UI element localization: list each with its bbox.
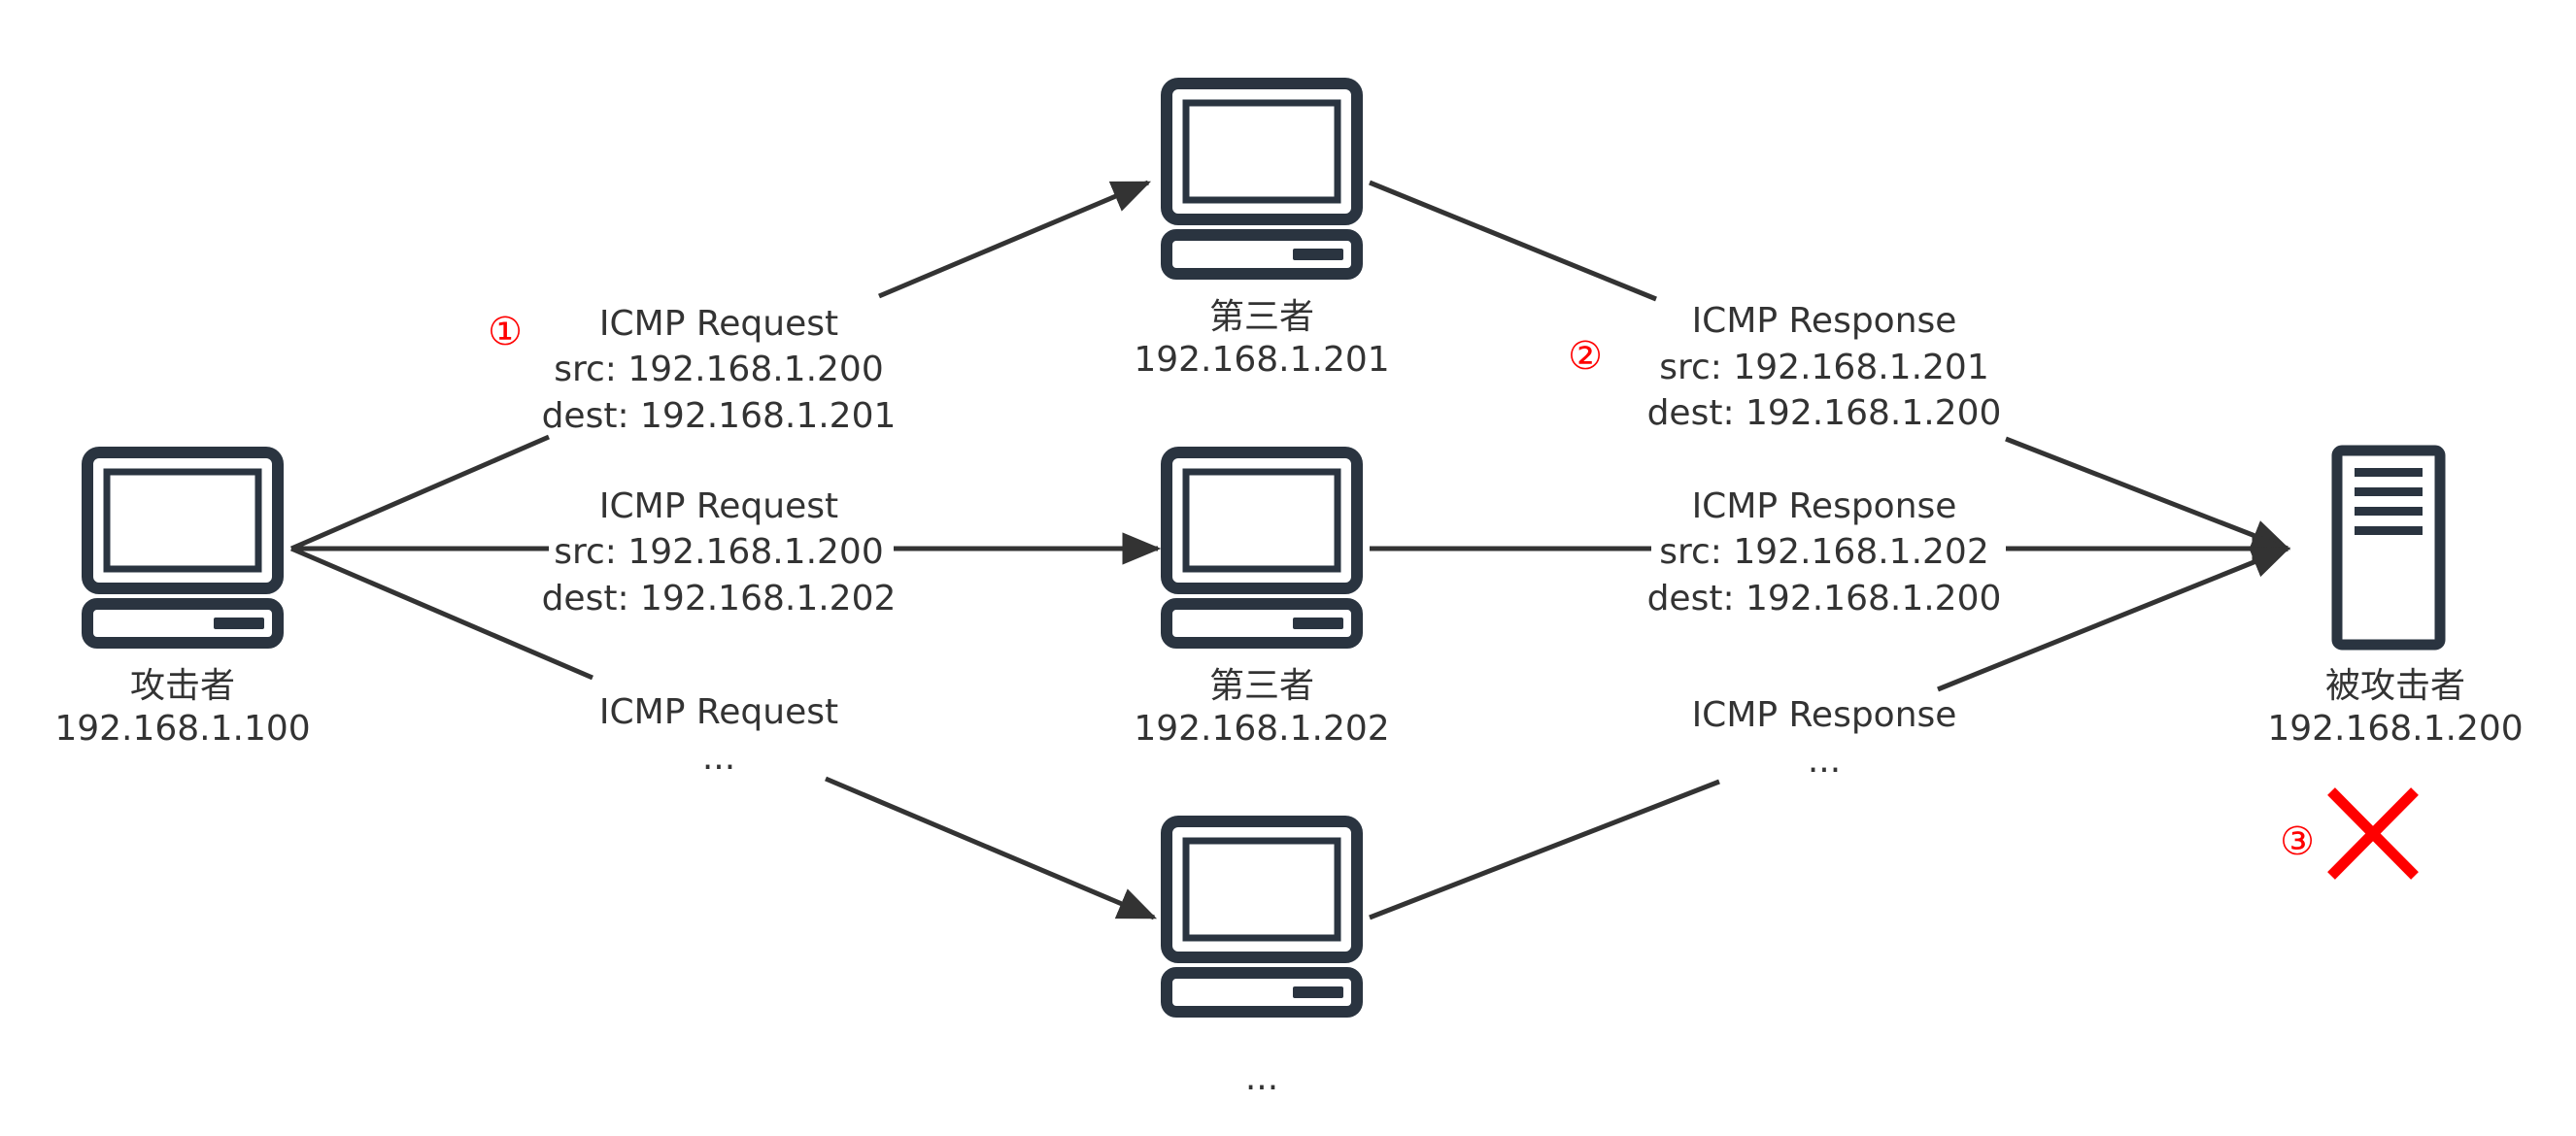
computer-icon (1167, 84, 1357, 274)
response-1-dest: dest: 192.168.1.200 (1647, 393, 2002, 433)
response-3-ellipsis: ... (1808, 741, 1841, 781)
response-1-title: ICMP Response (1692, 301, 1957, 341)
victim-ip: 192.168.1.200 (2267, 709, 2523, 749)
third-party-node-2: 第三者 192.168.1.202 (1134, 452, 1390, 749)
computer-icon (1167, 821, 1357, 1012)
computer-icon (1167, 452, 1357, 643)
step-2-marker: ② (1568, 334, 1603, 379)
request-2-dest: dest: 192.168.1.202 (542, 579, 897, 618)
victim-node: 被攻击者 192.168.1.200 (2267, 451, 2524, 749)
request-1-title: ICMP Request (599, 304, 838, 344)
request-1-src: src: 192.168.1.200 (554, 350, 884, 389)
third-party-node-3: ... (1167, 821, 1357, 1098)
edge-response-1 (1369, 180, 2291, 551)
computer-icon (87, 452, 278, 643)
response-1-src: src: 192.168.1.201 (1659, 348, 1989, 387)
edge-request-3 (290, 546, 1158, 920)
step-1-marker: ① (488, 310, 523, 354)
red-x-icon (2327, 787, 2419, 880)
attacker-name: 攻击者 (130, 666, 235, 706)
request-3-label: ICMP Request ... (599, 692, 838, 778)
response-3-title: ICMP Response (1692, 695, 1957, 735)
third-party-2-name: 第三者 (1209, 666, 1314, 706)
response-2-title: ICMP Response (1692, 486, 1957, 526)
edge-request-1 (290, 180, 1152, 551)
response-1-label: ICMP Response src: 192.168.1.201 dest: 1… (1647, 301, 2002, 433)
attacker-ip: 192.168.1.100 (54, 709, 310, 749)
request-3-title: ICMP Request (599, 692, 838, 732)
edge-response-3 (1369, 546, 2291, 920)
request-2-title: ICMP Request (599, 486, 838, 526)
third-party-1-name: 第三者 (1209, 297, 1314, 337)
response-2-src: src: 192.168.1.202 (1659, 532, 1989, 572)
third-party-2-ip: 192.168.1.202 (1134, 709, 1389, 749)
third-party-node-1: 第三者 192.168.1.201 (1134, 84, 1390, 380)
attacker-node: 攻击者 192.168.1.100 (54, 452, 311, 749)
victim-name: 被攻击者 (2325, 666, 2465, 706)
response-3-label: ICMP Response ... (1692, 695, 1957, 781)
request-1-dest: dest: 192.168.1.201 (542, 396, 897, 436)
response-2-dest: dest: 192.168.1.200 (1647, 579, 2002, 618)
request-2-src: src: 192.168.1.200 (554, 532, 884, 572)
request-1-label: ICMP Request src: 192.168.1.200 dest: 19… (542, 304, 897, 436)
server-icon (2337, 451, 2440, 645)
request-3-ellipsis: ... (702, 738, 735, 778)
third-party-3-ellipsis: ... (1245, 1058, 1278, 1098)
request-2-label: ICMP Request src: 192.168.1.200 dest: 19… (542, 486, 897, 618)
response-2-label: ICMP Response src: 192.168.1.202 dest: 1… (1647, 486, 2002, 618)
third-party-1-ip: 192.168.1.201 (1134, 340, 1389, 380)
step-3-marker: ③ (2280, 819, 2315, 864)
